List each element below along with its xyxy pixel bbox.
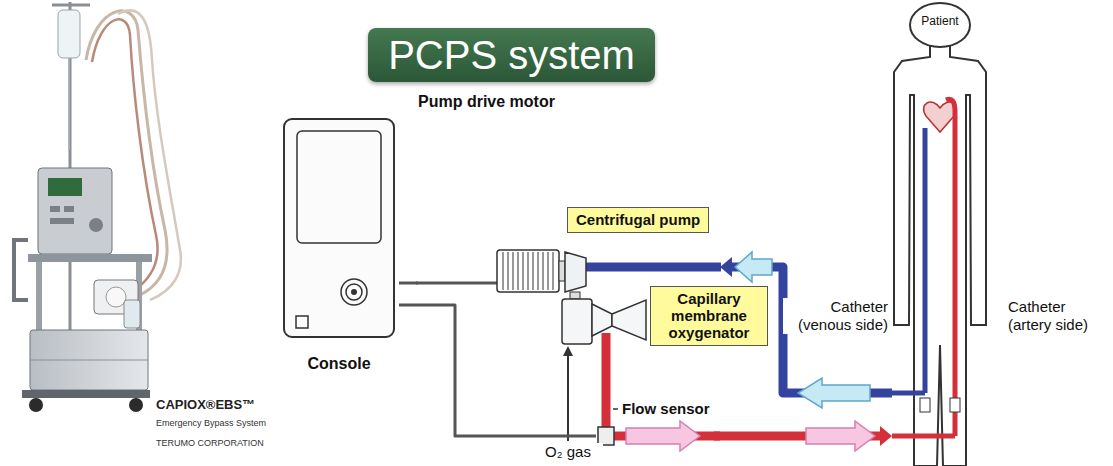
device-photo	[68, 58, 70, 150]
console-drawing	[284, 119, 394, 337]
patient-figure-drawing	[923, 128, 928, 393]
oxygenator-drawing	[562, 299, 592, 344]
label-holder: CAPIOX®EBS™	[156, 397, 255, 413]
centrifugal-pump: Centrifugal pump	[562, 205, 720, 290]
part-label: Flow sensor	[622, 400, 710, 418]
console-label: Console	[283, 354, 395, 374]
device-photo	[50, 218, 74, 224]
console-drawing	[296, 316, 308, 328]
console-unit: Console	[283, 118, 399, 376]
oxygen-inlet	[567, 354, 569, 441]
leader-line	[613, 408, 618, 410]
device-photo	[38, 168, 112, 254]
console-drawing	[351, 289, 357, 295]
maker-name: TERUMO CORPORATION	[156, 437, 264, 449]
device-photo	[106, 287, 126, 307]
patient-figure-drawing	[924, 102, 957, 132]
label-holder: TERUMO CORPORATION	[156, 437, 264, 449]
oxygenator-drawing	[592, 304, 612, 336]
device-photo	[30, 360, 148, 361]
device-photo	[14, 2, 181, 412]
device-photo	[48, 178, 82, 196]
arrowhead	[720, 257, 732, 277]
device-photo	[64, 206, 74, 212]
gas-label: O₂ gas	[533, 443, 603, 461]
device-photo	[30, 330, 148, 390]
device-photo	[50, 206, 60, 212]
product-subtitle: Emergency Bypass System	[156, 417, 266, 429]
patient-figure-drawing	[892, 434, 955, 439]
catheter-label: Catheter (artery side)	[1008, 298, 1106, 334]
pump-motor-drawing	[503, 252, 553, 290]
oxygenator-drawing	[602, 333, 611, 428]
cable	[399, 283, 418, 284]
part-label: Centrifugal pump	[567, 207, 709, 233]
flow-arrow	[806, 421, 875, 451]
device-photo	[129, 398, 143, 412]
flow-arrow	[798, 378, 870, 408]
title-text: PCPS system	[388, 28, 635, 82]
console-drawing	[341, 279, 367, 305]
device-photo	[89, 218, 103, 232]
patient-figure-drawing	[892, 3, 986, 466]
flow-arrow	[626, 421, 700, 451]
cable	[399, 305, 596, 436]
oxygenator-drawing	[612, 300, 646, 340]
part-label: Pump drive motor	[418, 92, 555, 112]
oxygenator-box: Capillary membrane oxygenator	[650, 286, 768, 346]
cable	[416, 282, 497, 285]
oxygenator-drawing	[570, 292, 580, 299]
patient-figure-drawing	[910, 3, 970, 47]
console-drawing	[346, 284, 362, 300]
flow-sensor: Flow sensor	[596, 398, 714, 446]
console-drawing	[284, 119, 394, 337]
patient-figure-drawing	[946, 99, 955, 436]
part-label: Capillary membrane oxygenator	[651, 287, 767, 344]
oxygen-inlet	[563, 346, 573, 356]
blood-tube	[586, 263, 721, 272]
patient-label: Patient	[910, 14, 970, 29]
oxygen-inlet	[563, 346, 573, 441]
device-photo	[52, 4, 90, 7]
flow-arrow	[735, 252, 772, 282]
device-photo	[124, 300, 140, 328]
pump-motor: Pump drive motor	[418, 92, 565, 296]
pump-motor-drawing	[497, 250, 559, 292]
label-holder: Emergency Bypass System	[156, 417, 266, 429]
product-name: CAPIOX®EBS™	[156, 397, 255, 413]
title-banner: PCPS system	[368, 28, 655, 82]
patient-figure-drawing	[920, 398, 930, 412]
console-drawing	[297, 131, 381, 243]
cable-line	[399, 282, 418, 285]
catheter-label: Catheter (venous side)	[783, 298, 888, 334]
label-holder: Catheter (artery side)	[1008, 298, 1106, 334]
patient-figure: Patient	[892, 0, 990, 466]
patient-figure-drawing	[950, 398, 960, 412]
pump-motor-drawing	[497, 250, 565, 292]
arrowhead	[880, 426, 892, 446]
patient-figure-drawing	[892, 391, 925, 396]
label-holder: Catheter (venous side)	[783, 298, 888, 334]
cable-line	[399, 305, 596, 436]
device-photo	[14, 240, 28, 300]
pump-head	[565, 252, 586, 292]
device-photo	[29, 398, 43, 412]
label-holder: O₂ gas	[533, 443, 603, 461]
device-photo	[28, 254, 152, 262]
device-photo	[58, 10, 80, 58]
device-photo	[22, 390, 150, 398]
patient-figure-drawing	[894, 46, 986, 466]
pump-motor-drawing	[559, 261, 565, 281]
